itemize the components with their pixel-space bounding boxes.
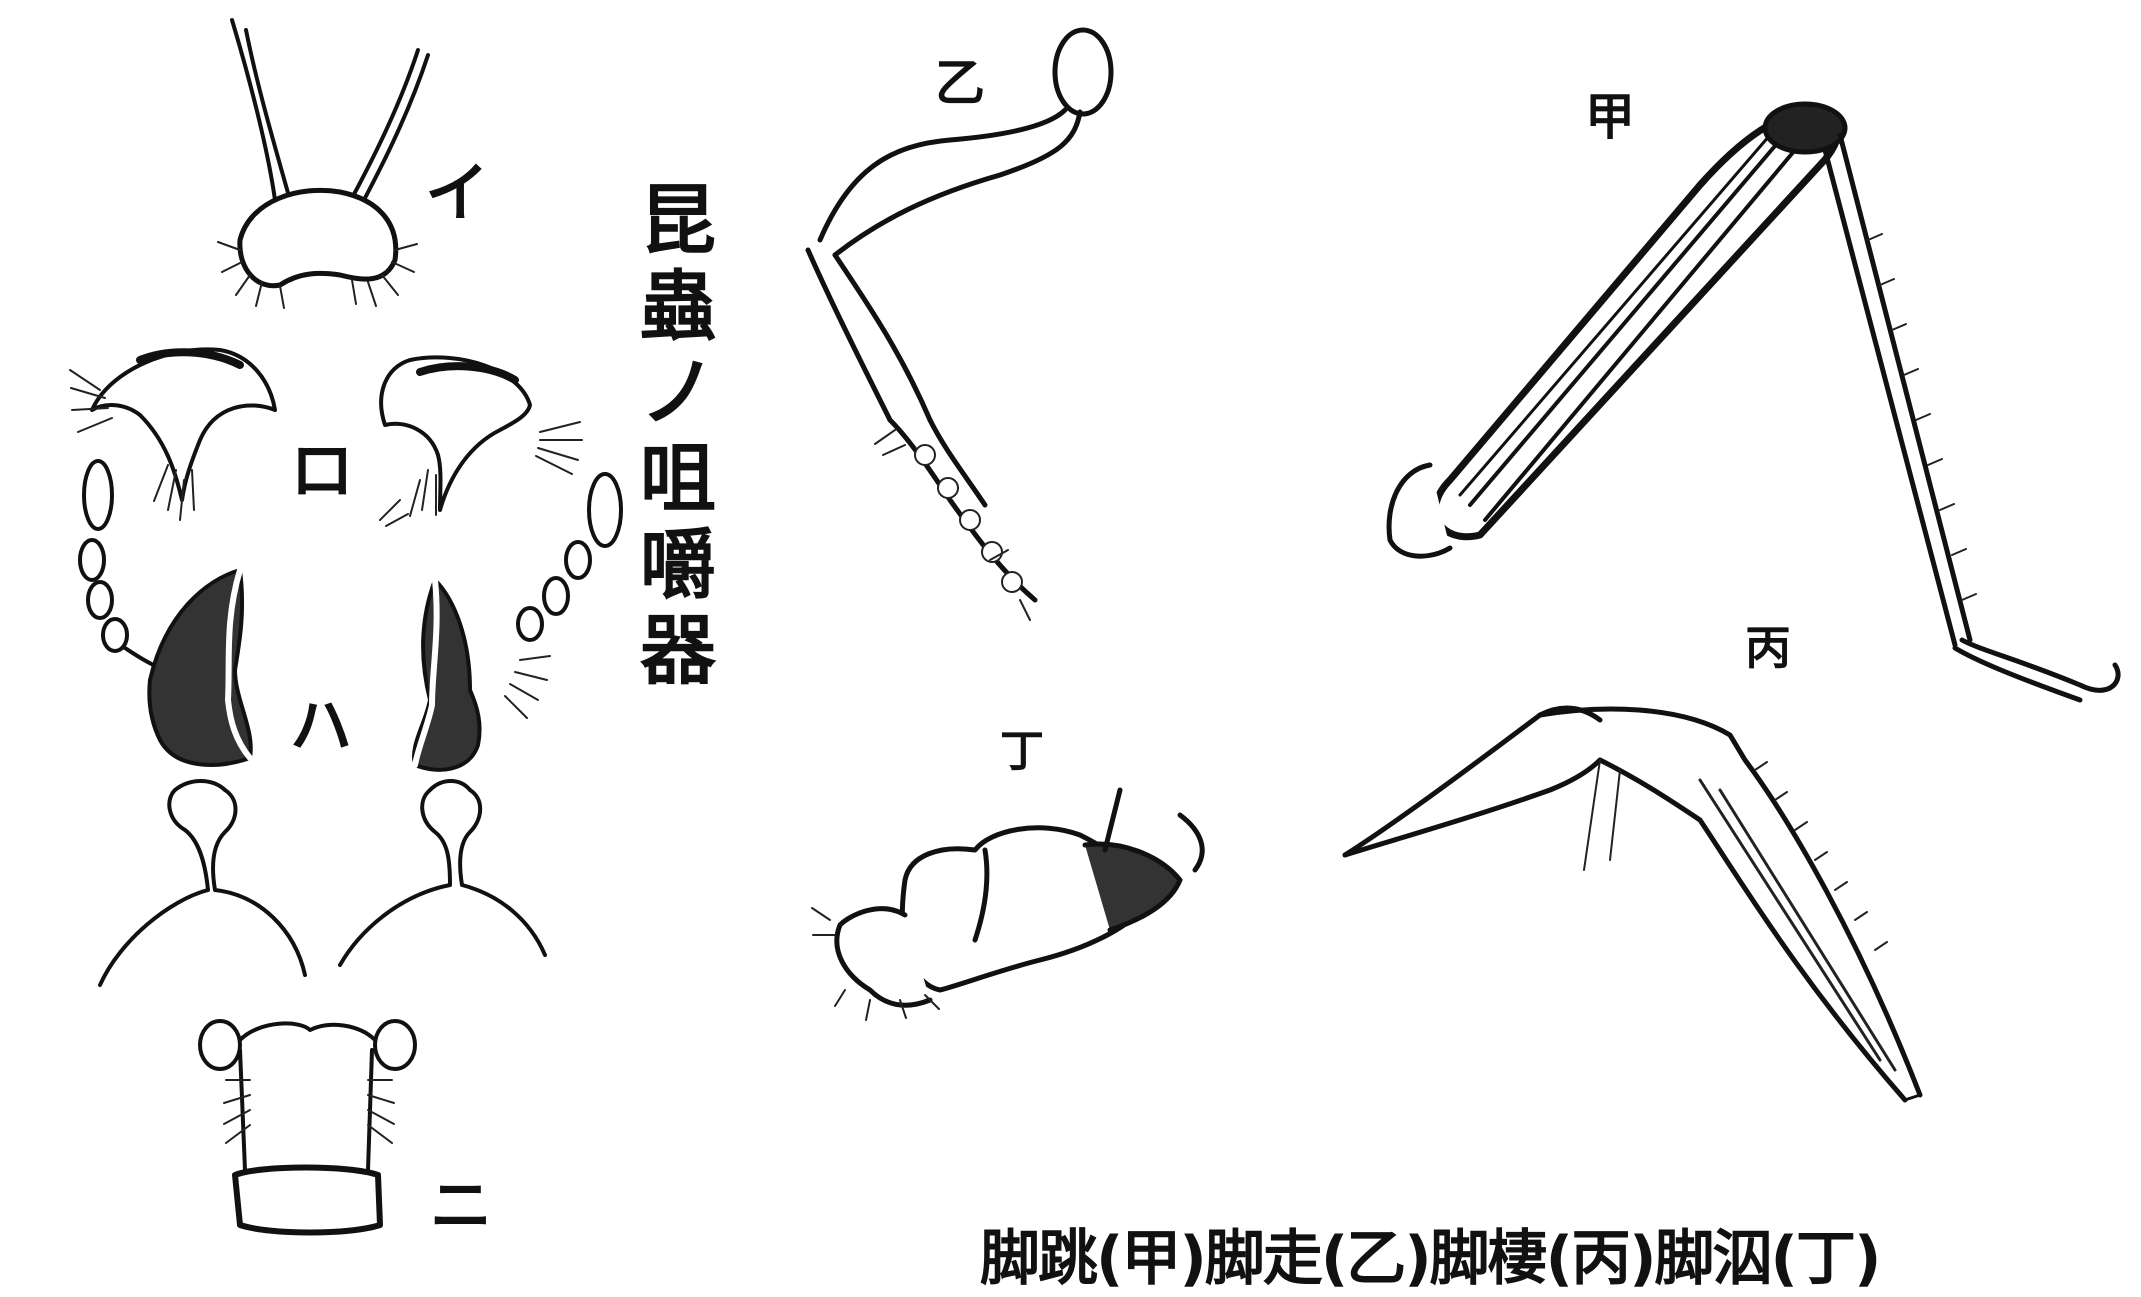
- label-ni: ニ: [430, 1175, 492, 1237]
- label-ha: ハ: [290, 695, 352, 757]
- labium-drawing: [200, 1021, 415, 1233]
- walking-leg-drawing: [808, 30, 1111, 620]
- label-tei: 丁: [1000, 730, 1044, 774]
- label-otsu: 乙: [935, 58, 985, 108]
- jumping-leg-drawing: [1389, 104, 2118, 700]
- label-ro: ロ: [290, 440, 354, 504]
- label-ko: 甲: [1585, 92, 1635, 142]
- hypopharynx-drawing: [100, 781, 545, 985]
- labrum-drawing: [218, 20, 428, 308]
- swimming-leg-drawing: [812, 790, 1202, 1020]
- legs-caption: 脚跳(甲)脚走(乙)脚棲(丙)脚泅(丁): [980, 1210, 1879, 1297]
- label-i: イ: [425, 162, 489, 226]
- diagram-title-vertical: 昆蟲ノ咀嚼器: [632, 178, 724, 694]
- label-hei: 丙: [1745, 625, 1791, 671]
- perching-leg-drawing: [1345, 708, 1920, 1100]
